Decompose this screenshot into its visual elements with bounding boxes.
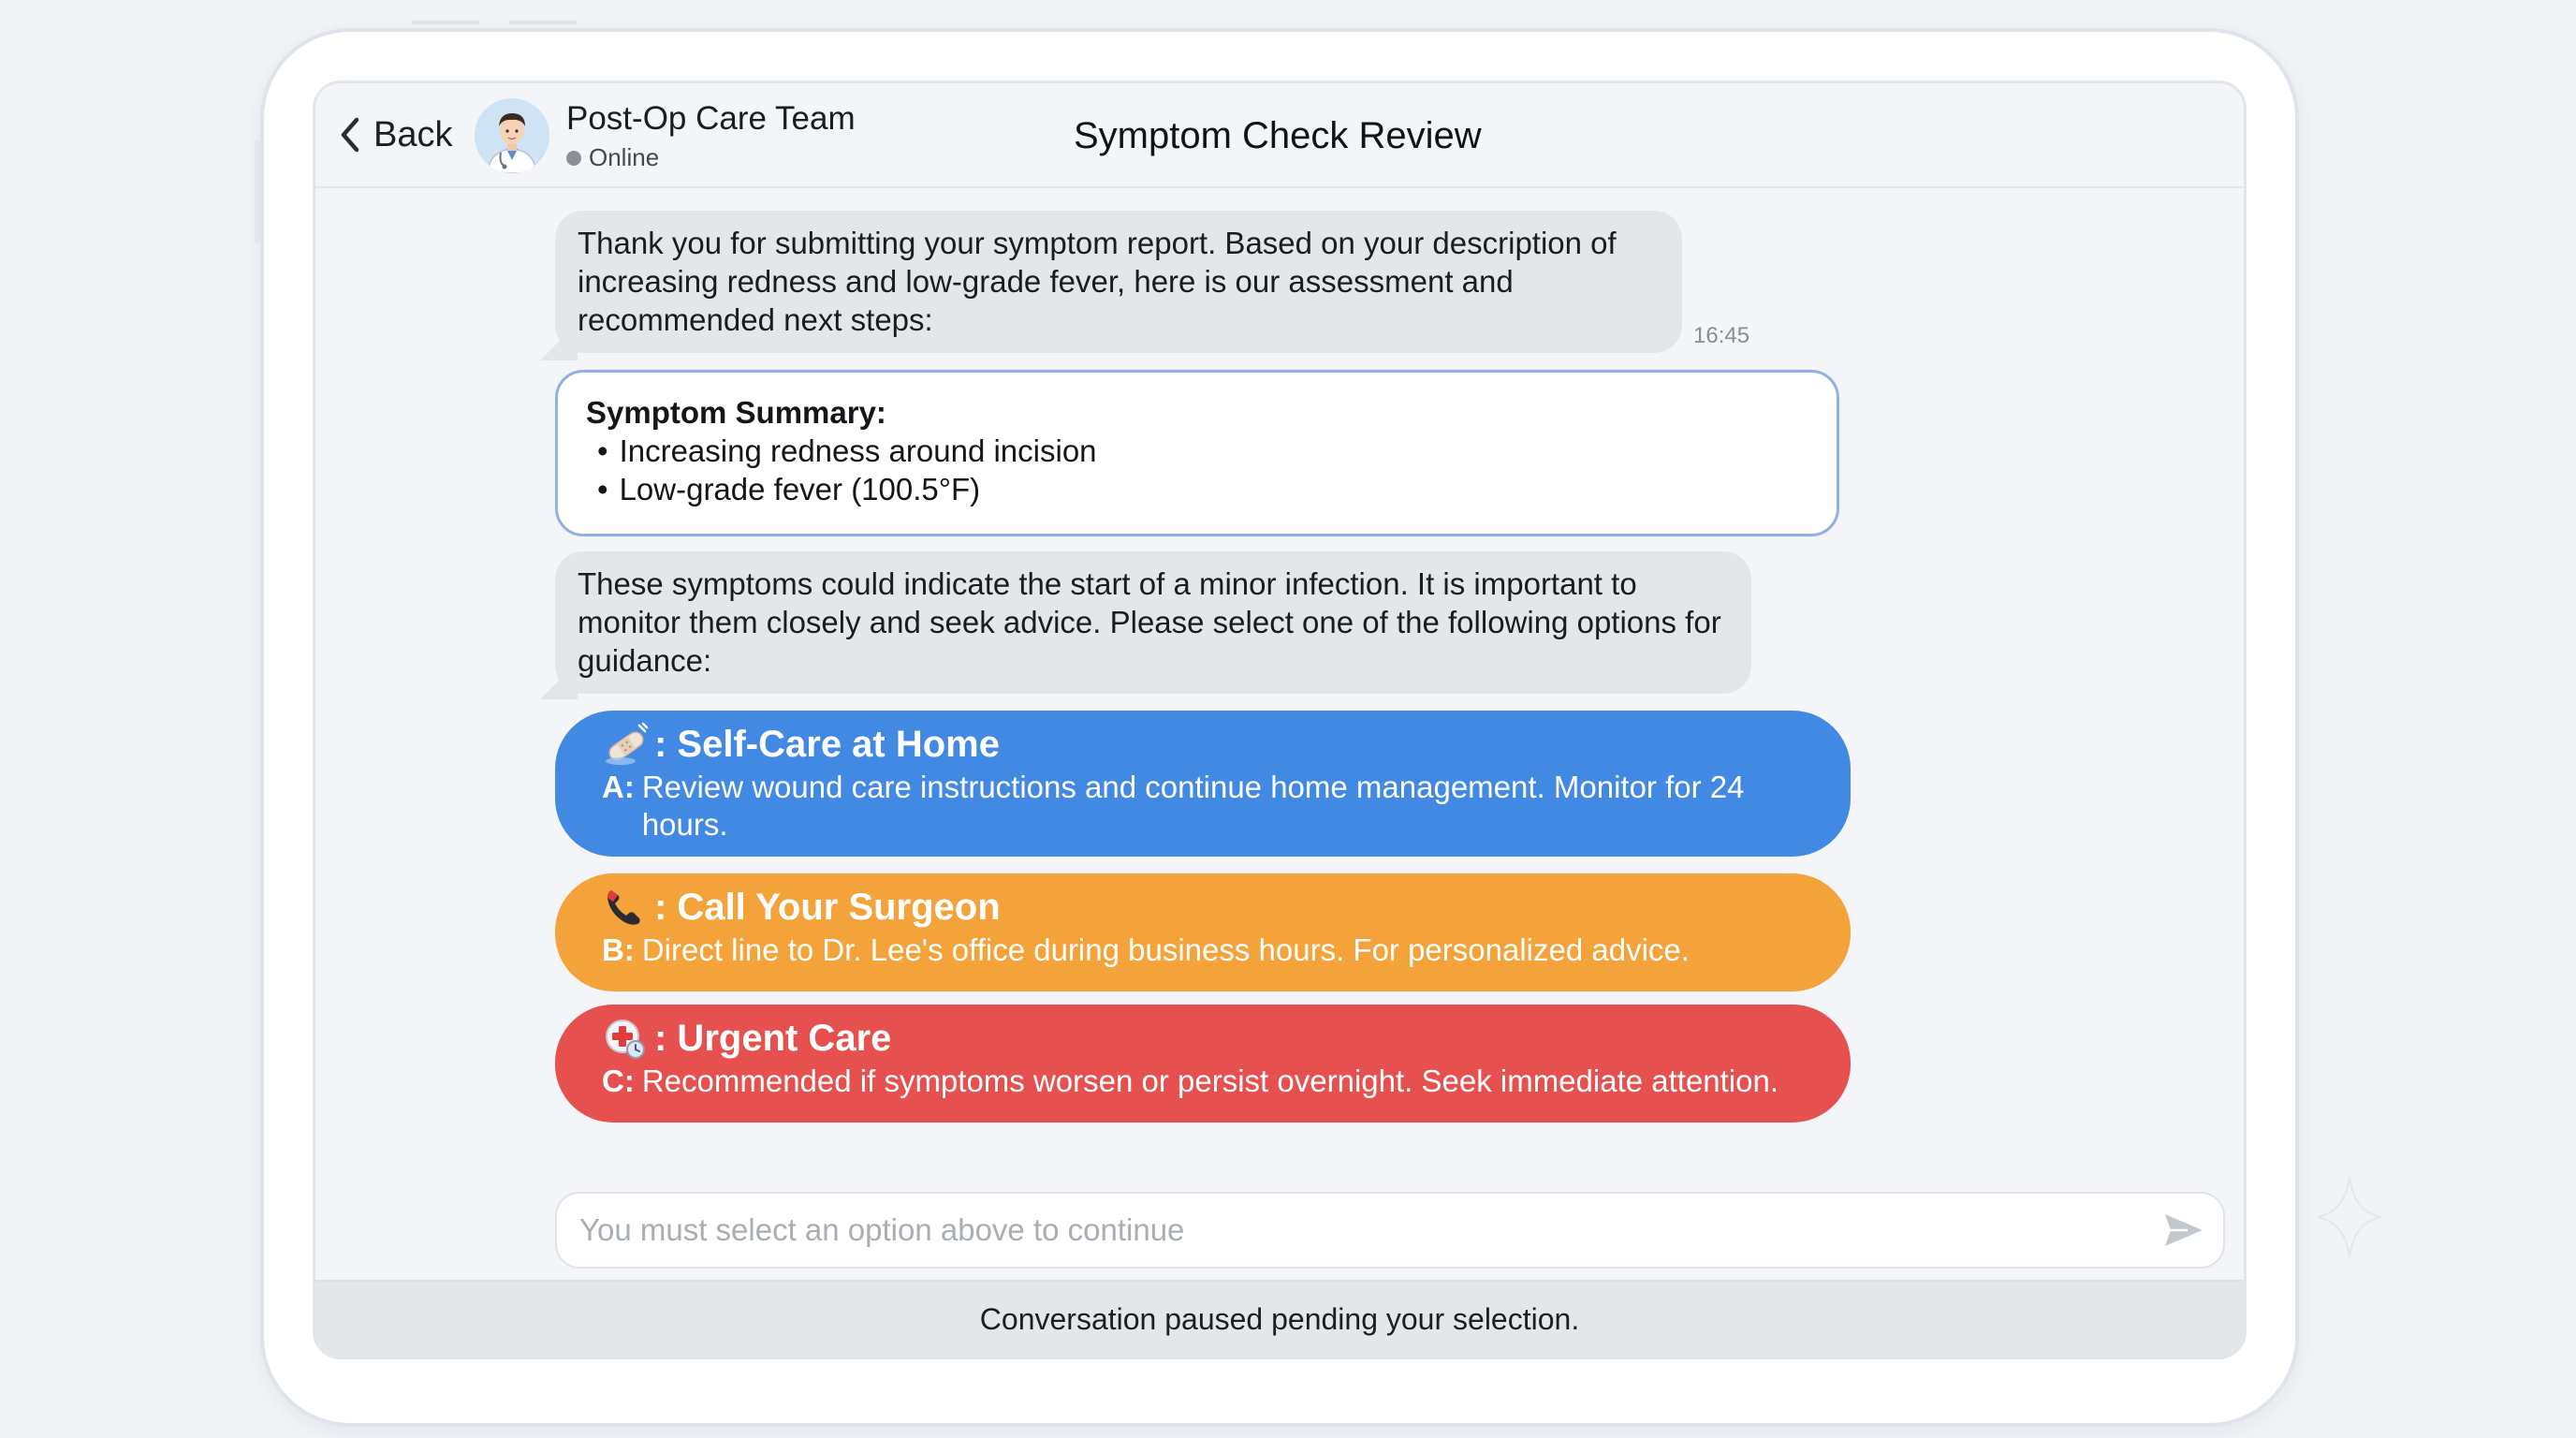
online-status-label: Online [589, 143, 660, 171]
back-button[interactable]: Back [336, 111, 452, 158]
chat-screen: Back Post-Op Care Team Online Symptom [313, 81, 2247, 1359]
message-bubble: Thank you for submitting your symptom re… [555, 211, 1682, 353]
option-title: : Self-Care at Home [654, 724, 1000, 765]
device-top-button [509, 21, 577, 24]
send-icon[interactable] [2159, 1207, 2206, 1254]
summary-item: Increasing redness around incision [586, 432, 1808, 470]
paused-banner: Conversation paused pending your selecti… [315, 1280, 2244, 1357]
summary-list: Increasing redness around incision Low-g… [586, 432, 1808, 508]
summary-item: Low-grade fever (100.5°F) [586, 470, 1808, 508]
back-label: Back [373, 114, 453, 154]
bandage-icon [606, 722, 649, 765]
symptom-summary-card: Symptom Summary: Increasing redness arou… [555, 370, 1839, 536]
device-top-button [412, 21, 479, 24]
message-input[interactable] [578, 1194, 2113, 1267]
phone-icon [607, 890, 640, 925]
contact-name: Post-Op Care Team [566, 100, 856, 137]
option-letter: A: [602, 770, 635, 804]
option-description: Direct line to Dr. Lee's office during b… [641, 932, 1690, 967]
option-letter: B: [602, 932, 635, 967]
option-call-surgeon-button[interactable]: : Call Your Surgeon B: Direct line to Dr… [555, 873, 1851, 991]
chat-header: Back Post-Op Care Team Online Symptom [315, 83, 2244, 188]
medical-cross-icon [606, 1020, 645, 1059]
sparkle-icon [2317, 1175, 2382, 1259]
option-description: Review wound care instructions and conti… [641, 770, 1745, 842]
option-title: : Urgent Care [654, 1018, 892, 1059]
avatar [475, 98, 549, 173]
option-urgent-care-button[interactable]: : Urgent Care C: Recommended if symptoms… [555, 1005, 1851, 1123]
chevron-left-icon [341, 117, 359, 153]
option-self-care-button[interactable]: : Self-Care at Home A: Review wound care… [555, 711, 1851, 857]
summary-title: Symptom Summary: [586, 395, 886, 430]
page-title: Symptom Check Review [1074, 115, 1482, 156]
doctor-avatar-icon [475, 98, 549, 173]
message-composer [555, 1192, 2225, 1269]
status-dot-icon [566, 150, 581, 166]
message-bubble: These symptoms could indicate the start … [555, 551, 1751, 694]
device-side-button [255, 140, 260, 243]
message-timestamp: 16:45 [1693, 323, 1750, 348]
option-title: : Call Your Surgeon [654, 887, 1001, 928]
online-status: Online [566, 143, 659, 172]
option-description: Recommended if symptoms worsen or persis… [641, 1064, 1779, 1098]
option-letter: C: [602, 1064, 635, 1098]
